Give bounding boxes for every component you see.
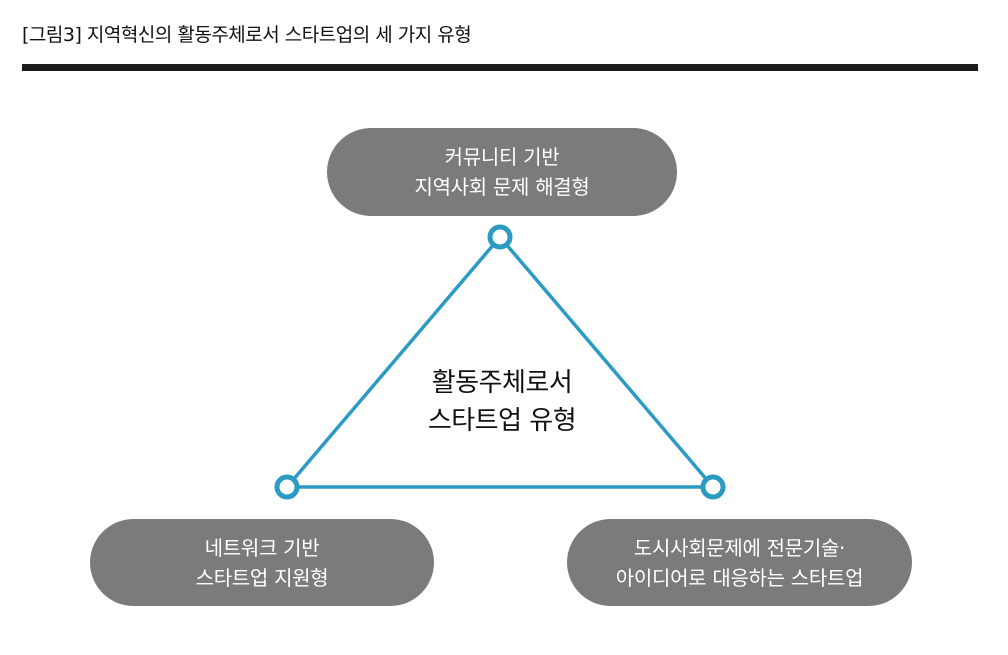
node-community-line2: 지역사회 문제 해결형 bbox=[414, 175, 590, 199]
node-community-line1: 커뮤니티 기반 bbox=[444, 145, 560, 169]
node-urban-tech-line2: 아이디어로 대응하는 스타트업 bbox=[615, 565, 864, 590]
node-network: 네트워크 기반 스타트업 지원형 bbox=[90, 519, 434, 606]
node-urban-tech-line1: 도시사회문제에 전문기술· bbox=[633, 535, 846, 560]
node-urban-tech: 도시사회문제에 전문기술· 아이디어로 대응하는 스타트업 bbox=[567, 519, 912, 606]
triangle-edges bbox=[285, 235, 715, 489]
center-label-line2: 스타트업 유형 bbox=[427, 406, 577, 436]
node-community: 커뮤니티 기반 지역사회 문제 해결형 bbox=[327, 128, 677, 216]
center-label-line1: 활동주체로서 bbox=[431, 368, 573, 398]
vertex-top bbox=[487, 224, 513, 250]
node-network-line1: 네트워크 기반 bbox=[204, 535, 320, 560]
center-label: 활동주체로서 스타트업 유형 bbox=[370, 364, 634, 440]
node-network-line2: 스타트업 지원형 bbox=[195, 565, 329, 590]
figure-title: [그림3] 지역혁신의 활동주체로서 스타트업의 세 가지 유형 bbox=[22, 24, 472, 46]
title-rule bbox=[22, 64, 978, 71]
vertex-right bbox=[700, 474, 726, 500]
vertex-left bbox=[274, 474, 300, 500]
